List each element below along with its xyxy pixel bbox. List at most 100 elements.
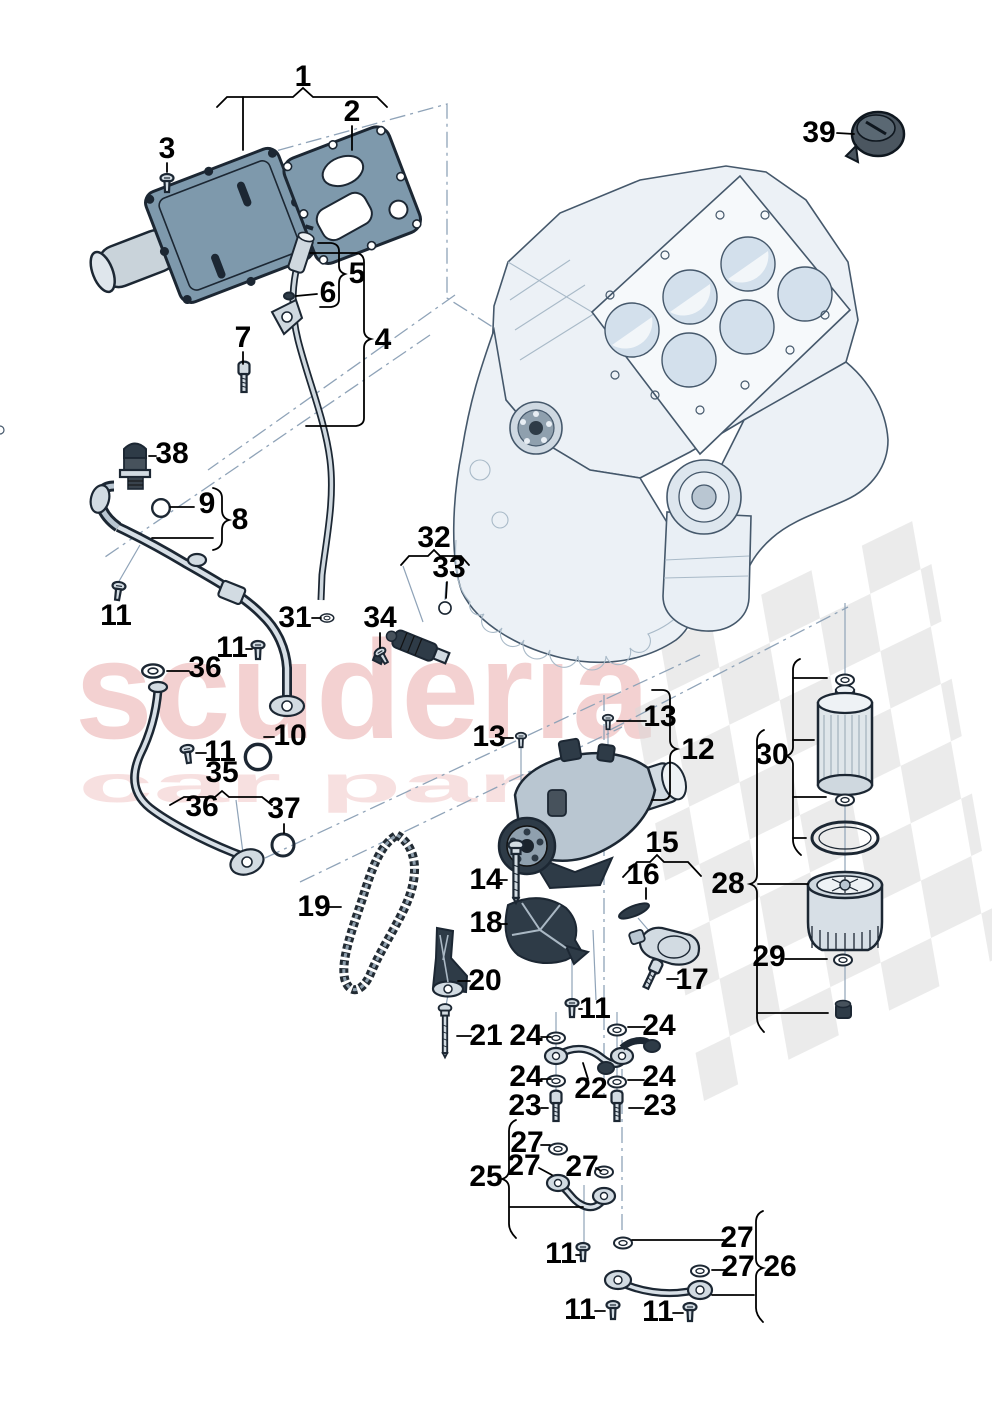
part-number-label: 2 (344, 95, 361, 128)
oil-pipe-middle (545, 1173, 617, 1212)
part-number-label: 5 (349, 257, 366, 290)
part-number-label: 23 (508, 1089, 541, 1122)
part-number-label: 13 (643, 700, 676, 733)
part-number-label: 3 (159, 132, 176, 165)
washer (546, 1031, 566, 1045)
oil-pipe-lower (603, 1269, 714, 1301)
part-number-label: 39 (802, 116, 835, 149)
washer (613, 1236, 633, 1250)
part-number-label: 10 (273, 719, 306, 752)
part-number-label: 9 (199, 487, 216, 520)
part-number-label: 16 (626, 858, 659, 891)
bolt (437, 1003, 453, 1059)
part-number-label: 11 (204, 735, 236, 768)
oil-filter-element (810, 673, 880, 856)
part-number-label: 11 (100, 599, 132, 632)
washer (607, 1075, 627, 1089)
part-number-label: 25 (469, 1160, 502, 1193)
part-number-label: 27 (510, 1126, 543, 1159)
part-number-label: 27 (720, 1221, 753, 1254)
o-ring (270, 832, 296, 858)
cylinder-bores (604, 236, 833, 388)
part-number-label: 26 (763, 1250, 796, 1283)
leader-lines (148, 86, 855, 1323)
part-number-label: 37 (267, 792, 300, 825)
bolt (109, 580, 128, 602)
part-number-label: 24 (642, 1060, 676, 1093)
bolt (682, 1301, 698, 1323)
part-number-label: 11 (579, 992, 611, 1025)
dipstick-seal (283, 291, 295, 301)
part-number-label: 15 (645, 826, 678, 859)
oil-cooler (89, 146, 315, 304)
timing-chain (339, 829, 419, 994)
part-number-label: 21 (469, 1019, 502, 1052)
bolt (605, 1299, 621, 1321)
oil-filler-cap (844, 110, 906, 164)
oil-pipe-elbow (89, 480, 306, 718)
part-number-label: 11 (216, 631, 248, 664)
washer (607, 1023, 627, 1037)
suction-pipe (130, 680, 265, 876)
part-number-label: 24 (509, 1060, 543, 1093)
part-number-label: 31 (278, 601, 311, 634)
oil-filter-mount (662, 459, 752, 632)
part-number-label: 18 (469, 906, 502, 939)
chain-guard (504, 897, 591, 966)
o-ring (150, 498, 172, 518)
cap-plug (834, 999, 852, 1019)
bolt (564, 997, 580, 1019)
crank-sprocket (509, 401, 563, 455)
dipstick-assembly (270, 224, 335, 601)
part-number-label: 12 (681, 733, 714, 766)
part-number-label: 29 (752, 940, 785, 973)
part-number-label: 38 (155, 437, 188, 470)
washer (546, 1074, 566, 1088)
part-number-label: 8 (232, 503, 249, 536)
filter-o-ring (810, 820, 880, 856)
filter-seal-top (835, 673, 855, 687)
part-number-label: 14 (469, 863, 503, 896)
filter-housing-cap (806, 870, 884, 1019)
part-number-label: 1 (295, 60, 312, 93)
bolt (237, 360, 251, 394)
part-number-label: 11 (642, 1295, 674, 1328)
part-number-label: 34 (363, 601, 397, 634)
part-number-label: 36 (185, 790, 218, 823)
part-number-label: 20 (468, 964, 501, 997)
bolt (639, 956, 665, 992)
part-number-label: 11 (545, 1237, 577, 1270)
part-number-label: 30 (755, 738, 788, 771)
part-number-label: 13 (472, 720, 505, 753)
washer (690, 1264, 710, 1278)
oil-cooler-gasket (282, 125, 422, 265)
bolt (575, 1241, 591, 1263)
part-number-label: 23 (643, 1089, 676, 1122)
part-number-label: 19 (297, 890, 330, 923)
part-number-label: 22 (574, 1072, 607, 1105)
part-number-label: 4 (375, 323, 392, 356)
part-number-label: 27 (507, 1149, 540, 1182)
part-number-label: 6 (320, 276, 337, 309)
oil-pressure-sensor (118, 442, 152, 490)
head-gasket-face (590, 174, 852, 456)
washer (548, 1142, 568, 1156)
part-number-label: 24 (509, 1019, 543, 1052)
part-number-label: 27 (565, 1150, 598, 1183)
part-number-label: 27 (721, 1250, 754, 1283)
oil-pipe-upper (543, 1037, 661, 1075)
part-number-label: 36 (188, 651, 221, 684)
seal-ring (140, 663, 166, 679)
bolt (610, 1089, 624, 1123)
part-number-label: 24 (642, 1009, 676, 1042)
dipstick-funnel (287, 224, 315, 274)
part-number-label: 35 (205, 756, 238, 789)
filter-seal-bottom (835, 793, 855, 807)
oil-level-sensor (385, 629, 451, 665)
part-number-label: 32 (417, 521, 450, 554)
washer (319, 613, 335, 623)
bolt (549, 1089, 563, 1123)
